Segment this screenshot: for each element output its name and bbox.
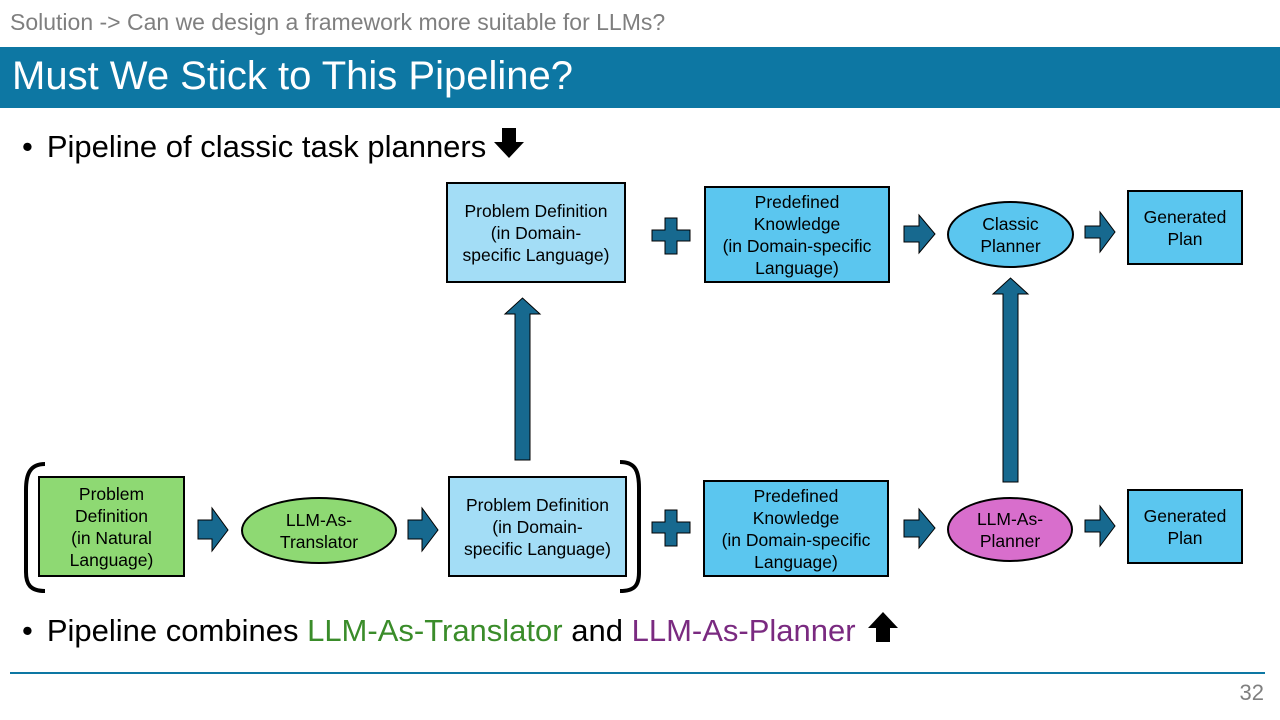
- footer-divider: [10, 672, 1265, 674]
- plus-icon: [651, 217, 691, 255]
- bullet-text-prefix: Pipeline combines: [46, 613, 299, 648]
- down-arrow-icon: [492, 126, 526, 168]
- right-arrow-icon: [903, 213, 936, 255]
- title-bar: Must We Stick to This Pipeline?: [0, 47, 1280, 108]
- bullet-llm-pipeline: • Pipeline combines LLM-As-Translator an…: [22, 610, 900, 652]
- problem-definition-natural-node: Problem Definition (in Natural Language): [38, 476, 185, 577]
- right-arrow-icon: [197, 506, 229, 553]
- predefined-knowledge-node: Predefined Knowledge (in Domain-specific…: [704, 186, 890, 283]
- right-arrow-icon: [407, 506, 439, 553]
- up-arrow-icon: [991, 277, 1030, 483]
- left-bracket: [24, 462, 46, 593]
- right-bracket: [619, 460, 641, 593]
- page-number: 32: [1239, 680, 1264, 705]
- llm-translator-label: LLM-As-Translator: [307, 613, 563, 648]
- up-arrow-icon: [866, 610, 900, 652]
- right-arrow-icon: [1084, 504, 1116, 548]
- classic-planner-node: Classic Planner: [947, 201, 1074, 268]
- slide-subtitle: Solution -> Can we design a framework mo…: [10, 9, 666, 35]
- bullet-text-middle: and: [571, 613, 623, 648]
- bullet-text: Pipeline of classic task planners: [46, 129, 487, 164]
- up-arrow-icon: [503, 297, 542, 461]
- right-arrow-icon: [903, 507, 936, 550]
- problem-definition-dsl-node-bottom: Problem Definition (in Domain- specific …: [448, 476, 627, 577]
- llm-translator-node: LLM-As- Translator: [241, 497, 397, 564]
- bullet-marker: •: [22, 613, 33, 648]
- generated-plan-node-bottom: Generated Plan: [1127, 489, 1243, 564]
- generated-plan-node: Generated Plan: [1127, 190, 1243, 265]
- slide-title: Must We Stick to This Pipeline?: [12, 54, 573, 98]
- bullet-marker: •: [22, 129, 33, 164]
- predefined-knowledge-node-bottom: Predefined Knowledge (in Domain-specific…: [703, 480, 889, 577]
- bullet-classic-pipeline: • Pipeline of classic task planners: [22, 126, 526, 168]
- plus-icon: [651, 509, 691, 547]
- llm-planner-node: LLM-As- Planner: [947, 497, 1073, 562]
- llm-planner-label: LLM-As-Planner: [631, 613, 856, 648]
- right-arrow-icon: [1084, 210, 1116, 254]
- problem-definition-dsl-node: Problem Definition (in Domain- specific …: [446, 182, 626, 283]
